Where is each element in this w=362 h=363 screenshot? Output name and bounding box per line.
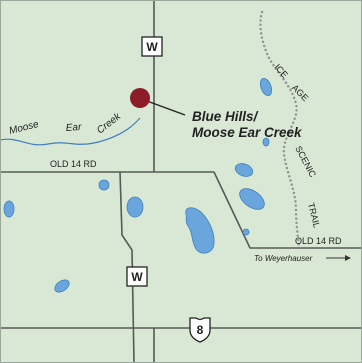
route-8-label: 8 <box>197 323 204 337</box>
site-label-line-1: Blue Hills/ <box>192 109 259 124</box>
county-road-square-sign-icon: W <box>141 36 163 57</box>
pond <box>54 279 70 293</box>
site-leader-line <box>146 100 186 116</box>
site-label-line-2: Moose Ear Creek <box>192 125 303 140</box>
location-dot-icon <box>130 88 150 108</box>
pond <box>98 179 110 191</box>
pond <box>3 200 15 218</box>
county-road-square-sign-icon: W <box>126 266 148 287</box>
large-lake <box>185 207 215 254</box>
pond <box>126 196 144 218</box>
pond <box>242 228 250 236</box>
pond <box>239 188 265 210</box>
pond <box>234 163 254 177</box>
to-weyerhauser-label: To Weyerhauser <box>254 254 313 263</box>
lakes <box>3 77 273 293</box>
ice-age-scenic-trail <box>259 10 301 250</box>
pond <box>262 137 270 147</box>
pond <box>259 77 273 97</box>
moose-ear-creek <box>0 117 141 146</box>
old-14-rd-label-west: OLD 14 RD <box>50 159 97 169</box>
old-14-rd-east-road <box>213 171 362 249</box>
highway-w-south-road <box>119 171 135 363</box>
creek-label-ear: Ear <box>65 122 82 134</box>
route-w-south-label: W <box>131 270 143 284</box>
right-arrow-icon <box>326 255 351 261</box>
route-w-north-label: W <box>146 40 158 54</box>
us-highway-shield-icon: 8 <box>189 317 211 343</box>
old-14-rd-label-east: OLD 14 RD <box>295 236 342 246</box>
